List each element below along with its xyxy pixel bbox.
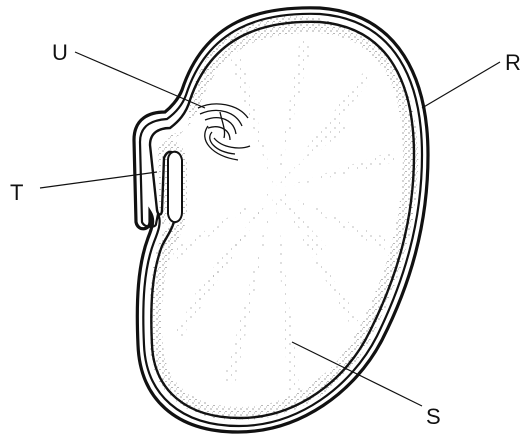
radicle <box>168 152 182 222</box>
label-t: T <box>10 180 23 205</box>
label-r: R <box>505 50 521 75</box>
leader-line-t <box>40 172 157 188</box>
label-s: S <box>426 404 441 429</box>
label-u: U <box>52 40 68 65</box>
leader-line-r <box>422 62 500 108</box>
endosperm <box>150 22 414 418</box>
